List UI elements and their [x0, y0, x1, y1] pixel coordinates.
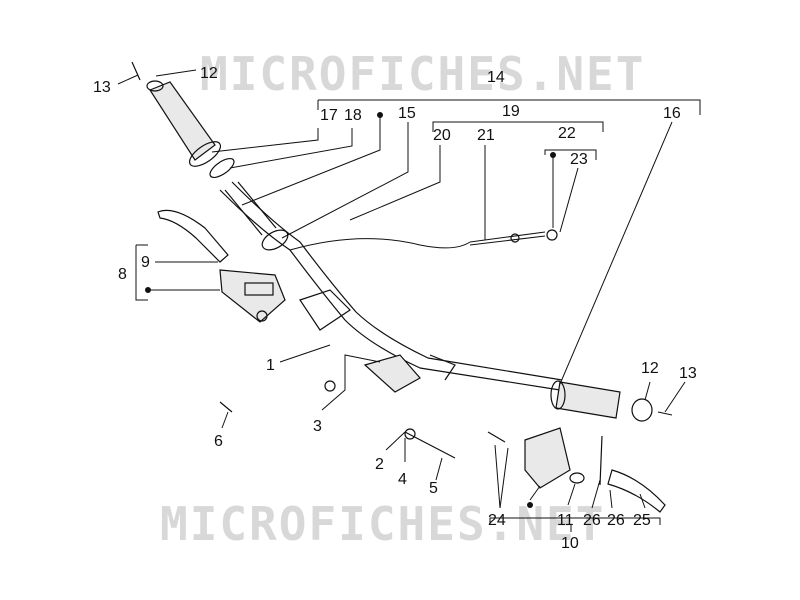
watermark-top: MICROFICHES.NET	[200, 47, 645, 101]
callout-3: 3	[313, 418, 322, 435]
callout-20: 20	[433, 127, 451, 144]
callout-4: 4	[398, 471, 407, 488]
callout-5: 5	[429, 480, 438, 497]
screws	[219, 380, 603, 486]
callout-2: 2	[375, 456, 384, 473]
callout-17: 17	[320, 107, 338, 124]
bullet-markers	[145, 112, 556, 508]
callout-18: 18	[344, 107, 362, 124]
callout-9: 9	[141, 254, 150, 271]
callout-13b: 13	[679, 365, 697, 382]
watermark-bottom: MICROFICHES.NET	[160, 497, 605, 551]
callout-23: 23	[570, 151, 588, 168]
throttle-sleeve	[224, 181, 289, 251]
throttle-cable	[289, 229, 558, 251]
callout-26b: 26	[607, 512, 625, 529]
callout-13: 13	[93, 79, 111, 96]
brake-lever-left	[157, 209, 286, 323]
callout-25: 25	[633, 512, 651, 529]
callout-26a: 26	[583, 512, 601, 529]
leader-lines	[117, 69, 701, 532]
callout-11: 11	[557, 512, 574, 529]
callout-12b: 12	[641, 360, 659, 377]
callout-6: 6	[214, 433, 223, 450]
callout-15: 15	[398, 105, 416, 122]
handlebar-clamp	[363, 354, 456, 393]
left-grip	[131, 61, 235, 179]
right-grip	[550, 380, 673, 422]
callout-12: 12	[200, 65, 218, 82]
callout-10: 10	[561, 535, 579, 552]
callout-24: 24	[488, 512, 506, 529]
callout-16: 16	[663, 105, 681, 122]
front-brake-lever-right	[607, 469, 666, 513]
callout-14: 14	[487, 69, 505, 86]
handlebar-tube	[219, 181, 563, 391]
callout-1: 1	[266, 357, 275, 374]
callout-19: 19	[502, 103, 520, 120]
callout-21: 21	[477, 127, 495, 144]
callout-22: 22	[558, 125, 576, 142]
switch-bracket	[524, 427, 585, 489]
callout-labels: 13 12 14 17 18 15 19 20 21 22 23 16 9 8 …	[93, 65, 697, 552]
callout-8: 8	[118, 266, 127, 283]
